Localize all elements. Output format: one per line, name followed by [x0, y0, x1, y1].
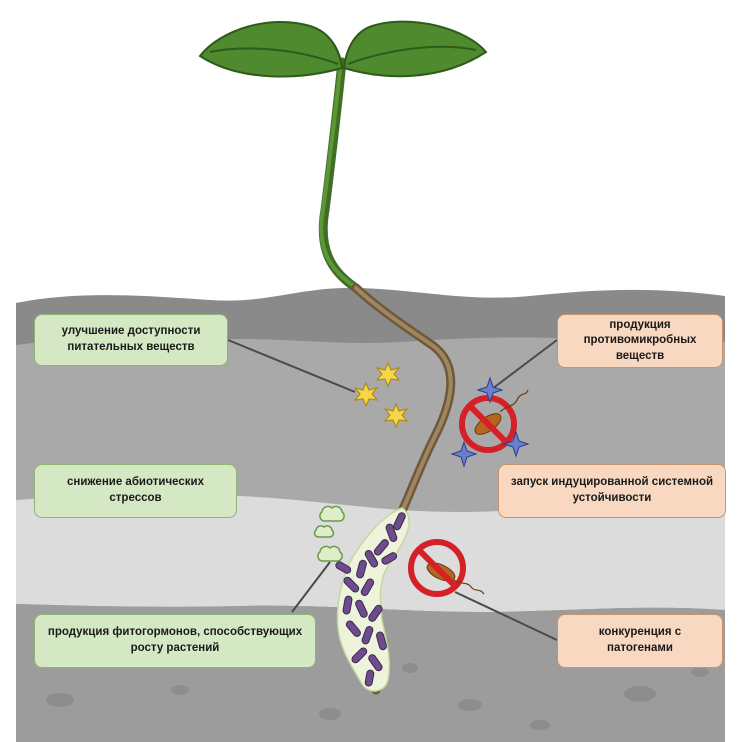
leaf-vein: [209, 47, 339, 65]
connector-competition: [454, 591, 558, 641]
bacteria-icon: [364, 549, 379, 568]
hormone-cloud-icon: [317, 545, 343, 562]
star-icon: [353, 381, 379, 408]
bacteria-icon: [385, 523, 398, 542]
connector-nutrients: [227, 339, 356, 393]
biofilm: [335, 507, 410, 692]
pebble: [624, 686, 656, 702]
connector-phytohormones: [291, 561, 331, 613]
star-icon: [383, 402, 409, 429]
spark-icon: [450, 440, 478, 468]
hormone-cloud-icon: [319, 505, 345, 522]
label-abiotic-stress: снижение абиотических стрессов: [34, 464, 237, 518]
flagellum: [499, 389, 529, 413]
pebble: [319, 708, 341, 720]
label-isr: запуск индуцированной системной устойчив…: [498, 464, 726, 518]
bacteria-icon: [368, 654, 383, 672]
pebble: [691, 667, 709, 677]
pebble: [171, 685, 189, 695]
bacteria-icon: [355, 599, 368, 618]
bacteria-icon: [360, 578, 375, 597]
stem-highlight: [319, 68, 356, 288]
bacteria-icon: [345, 620, 361, 637]
label-competition: конкуренция с патогенами: [557, 614, 723, 668]
no-pathogen-icon: [450, 376, 530, 468]
connector-antimicrobial: [487, 339, 558, 393]
bacteria-icon: [335, 561, 352, 574]
label-phytohormones: продукция фитогормонов, способствующих р…: [34, 614, 316, 668]
pebble: [46, 693, 74, 707]
bacteria-icon: [381, 552, 398, 565]
star-icon: [375, 361, 401, 388]
plant: [198, 20, 488, 293]
bacteria-icon: [364, 669, 375, 687]
bacteria-icon: [351, 647, 368, 664]
connector-lines: [227, 339, 558, 641]
bacteria-icon: [393, 512, 406, 531]
label-nutrients: улучшение доступности питательных вещест…: [34, 314, 228, 366]
bacteria-icon: [342, 595, 353, 615]
spark-icon: [502, 430, 530, 458]
pebble: [530, 720, 550, 730]
bacteria-icon: [376, 631, 387, 651]
bacteria-icon: [368, 604, 383, 622]
spark-icon: [476, 376, 504, 404]
bacteria-icon: [356, 559, 367, 579]
no-pathogen-icon: [408, 539, 485, 597]
flagellum: [453, 579, 485, 595]
bacteria-icon: [373, 539, 389, 556]
hormone-cloud-icon: [313, 525, 335, 538]
pebble: [458, 699, 482, 711]
hormone-clouds: [313, 505, 345, 562]
label-antimicrobial: продукция противомикробных веществ: [557, 314, 723, 368]
leaf-vein: [347, 45, 477, 65]
nutrient-stars: [353, 361, 409, 429]
bacteria-icon: [343, 576, 360, 593]
bacteria-icon: [361, 626, 374, 645]
pebble: [402, 663, 418, 673]
